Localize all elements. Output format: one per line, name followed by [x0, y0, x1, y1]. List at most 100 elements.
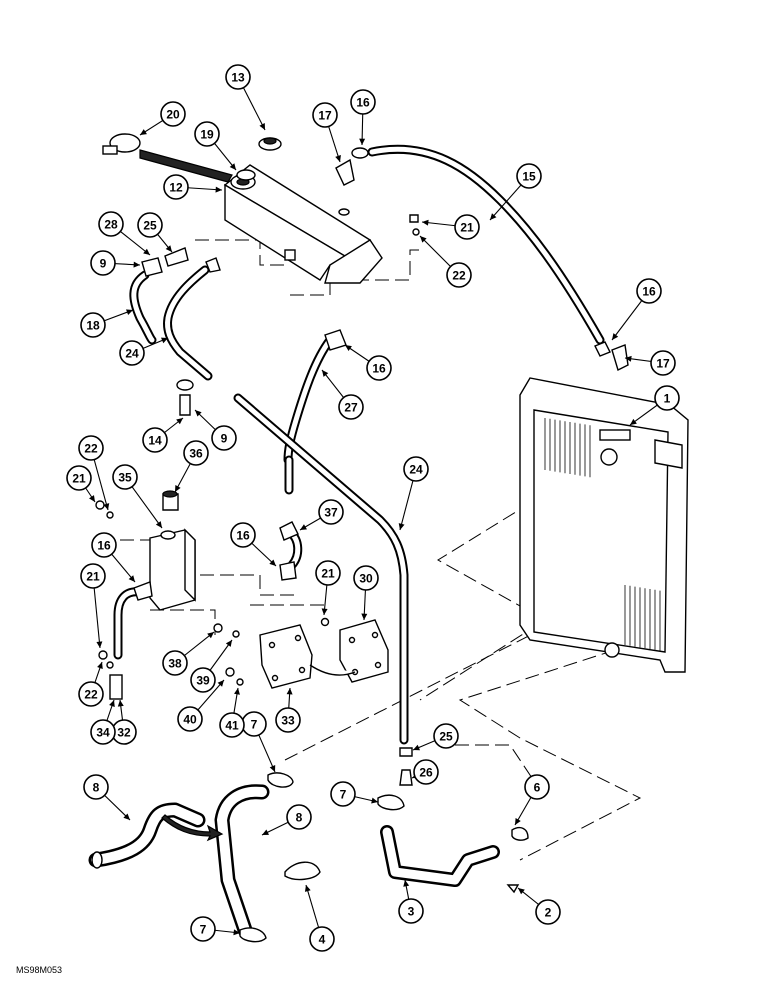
callout-21: 21 — [315, 560, 341, 586]
hose-34 — [109, 587, 145, 700]
callout-circle — [78, 681, 104, 707]
leader-arrowhead — [215, 186, 222, 193]
leader-arrowhead — [304, 885, 311, 892]
callout-1: 1 — [654, 385, 680, 411]
callout-number: 16 — [236, 529, 250, 543]
callout-22: 22 — [78, 435, 104, 461]
callout-circle — [413, 759, 439, 785]
callout-37: 37 — [318, 499, 344, 525]
callout-circle — [83, 774, 109, 800]
callout-number: 36 — [189, 447, 203, 461]
callout-number: 24 — [125, 347, 139, 361]
tank-cap — [258, 137, 282, 151]
callout-circle — [315, 560, 341, 586]
hose-24-long — [233, 393, 409, 745]
callout-circle — [112, 464, 138, 490]
callout-number: 39 — [196, 674, 210, 688]
leader-arrowhead — [126, 309, 133, 316]
callout-7: 7 — [241, 711, 267, 737]
callout-number: 7 — [200, 923, 207, 937]
callout-number: 2 — [545, 906, 552, 920]
hose-18 — [129, 270, 157, 345]
leader-arrowhead — [195, 410, 202, 417]
callout-35: 35 — [112, 464, 138, 490]
callout-number: 27 — [344, 401, 358, 415]
callout-19: 19 — [194, 121, 220, 147]
callout-21: 21 — [80, 563, 106, 589]
leader-arrowhead — [143, 248, 150, 255]
callout-number: 8 — [296, 811, 303, 825]
callout-number: 21 — [460, 221, 474, 235]
callout-number: 33 — [281, 714, 295, 728]
callout-circle — [66, 465, 92, 491]
callout-number: 21 — [72, 472, 86, 486]
callout-circle — [350, 89, 376, 115]
callout-number: 25 — [439, 730, 453, 744]
callout-circle — [225, 64, 251, 90]
callout-41: 41 — [219, 712, 245, 738]
callout-number: 13 — [231, 71, 245, 85]
leader-arrowhead — [490, 213, 497, 220]
leader-arrowhead — [321, 608, 328, 615]
callout-number: 18 — [86, 319, 100, 333]
lower-hose-8-left — [88, 802, 206, 869]
callout-40: 40 — [177, 706, 203, 732]
callout-2: 2 — [535, 899, 561, 925]
callout-number: 19 — [200, 128, 214, 142]
callout-number: 24 — [409, 463, 423, 477]
callout-number: 9 — [100, 257, 107, 271]
callout-25: 25 — [433, 723, 459, 749]
callout-17: 17 — [312, 102, 338, 128]
callout-number: 14 — [148, 434, 162, 448]
callout-7: 7 — [330, 781, 356, 807]
callout-24: 24 — [119, 340, 145, 366]
callout-number: 41 — [225, 719, 239, 733]
leader-arrowhead — [234, 688, 240, 695]
fittings — [95, 147, 629, 943]
leader-arrowhead — [361, 613, 368, 620]
callout-number: 9 — [221, 432, 228, 446]
callout-number: 22 — [84, 688, 98, 702]
leader-arrowhead — [96, 641, 103, 648]
leader-arrowhead — [322, 370, 329, 377]
assembly-guide-lines — [120, 239, 642, 861]
callout-number: 6 — [534, 781, 541, 795]
leader-arrowhead — [518, 888, 525, 895]
callout-circle — [516, 163, 542, 189]
callout-17: 17 — [650, 350, 676, 376]
leader-arrowhead — [175, 485, 181, 492]
leader-arrowhead — [109, 700, 115, 707]
callout-circle — [190, 916, 216, 942]
leader-arrowhead — [103, 503, 110, 510]
callout-circle — [446, 262, 472, 288]
callout-15: 15 — [516, 163, 542, 189]
callout-number: 16 — [356, 96, 370, 110]
callout-8: 8 — [286, 804, 312, 830]
callout-number: 35 — [118, 471, 132, 485]
callout-16: 16 — [366, 355, 392, 381]
callout-circle — [194, 121, 220, 147]
callout-circle — [137, 212, 163, 238]
callout-34: 34 — [90, 719, 116, 745]
callout-circle — [309, 926, 335, 952]
callout-38: 38 — [162, 650, 188, 676]
callout-16: 16 — [91, 532, 117, 558]
callout-number: 7 — [340, 788, 347, 802]
callout-circle — [160, 101, 186, 127]
callout-number: 25 — [143, 219, 157, 233]
callout-number: 22 — [452, 269, 466, 283]
callout-circle — [636, 278, 662, 304]
callout-circle — [80, 312, 106, 338]
callout-3: 3 — [398, 898, 424, 924]
callout-number: 4 — [319, 933, 326, 947]
leader-arrowhead — [128, 575, 135, 582]
callout-number: 38 — [168, 657, 182, 671]
callout-36: 36 — [183, 440, 209, 466]
leader-arrowhead — [345, 345, 352, 352]
leader-arrowhead — [630, 418, 637, 425]
callout-21: 21 — [454, 214, 480, 240]
leader-arrowhead — [133, 261, 140, 268]
callout-26: 26 — [413, 759, 439, 785]
leader-arrowhead — [403, 880, 410, 887]
